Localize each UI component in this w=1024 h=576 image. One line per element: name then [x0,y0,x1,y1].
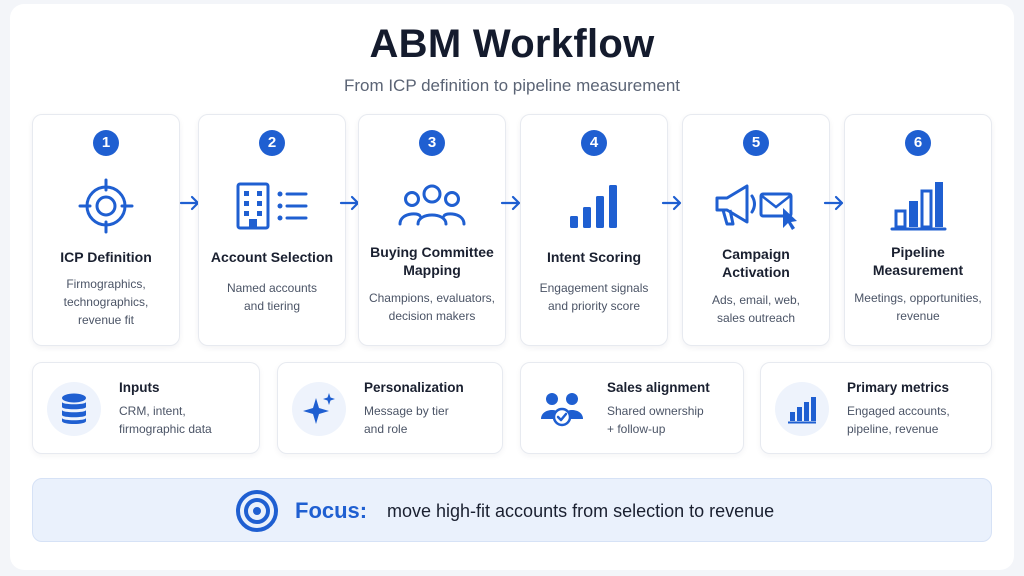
target-icon [33,177,179,235]
megaphone-email-icon [683,177,829,235]
step-title: Intent Scoring [546,249,642,265]
step-description: Champions, evaluators, decision makers [368,291,496,323]
step-description: Firmographics, technographics, revenue f… [63,277,149,327]
step-number-badge: 1 [93,130,119,156]
step-card-pipeline-measurement: 6 Pipeline Measurement Meetings, opportu… [844,114,992,346]
info-card-inputs: Inputs CRM, intent, firmographic data [32,362,260,454]
step-description: Ads, email, web, sales outreach [711,293,801,325]
step-card-campaign-activation: 5 Campaign Activation Ads, email, web, s… [682,114,830,346]
step-number-badge: 3 [419,130,445,156]
group-icon [359,177,505,235]
info-card-title: Inputs [119,380,160,395]
step-title: Pipeline Measurement [872,244,964,278]
step-title: Campaign Activation [722,246,790,280]
step-title: ICP Definition [60,249,152,265]
bar-chart-icon [845,177,991,235]
arrow-right-icon [822,193,846,213]
step-card-icp-definition: 1 ICP Definition Firmographics, technogr… [32,114,180,346]
target-circle-icon [235,489,279,533]
info-card-description: Shared ownership + follow-up [607,404,704,436]
page-title: ABM Workflow [369,22,655,66]
info-card-description: Engaged accounts, pipeline, revenue [847,404,950,436]
sparkle-icon [292,382,346,436]
step-number-badge: 6 [905,130,931,156]
focus-label: Focus: [295,498,368,523]
info-card-title: Personalization [364,380,464,395]
metrics-bars-icon [775,382,829,436]
info-card-title: Sales alignment [607,380,710,395]
arrow-right-icon [499,193,523,213]
arrow-right-icon [660,193,684,213]
signal-bars-icon [521,177,667,235]
step-number-badge: 5 [743,130,769,156]
info-card-title: Primary metrics [847,380,950,395]
page-subtitle: From ICP definition to pipeline measurem… [343,76,681,95]
team-check-icon [535,382,589,436]
info-card-primary-metrics: Primary metrics Engaged accounts, pipeli… [760,362,992,454]
step-title: Buying Committee Mapping [370,244,494,278]
step-description: Meetings, opportunities, revenue [854,291,982,323]
focus-banner: Focus: move high-fit accounts from selec… [32,478,992,542]
step-number-badge: 2 [259,130,285,156]
step-title: Account Selection [210,249,334,265]
building-list-icon [199,177,345,235]
info-card-description: CRM, intent, firmographic data [119,404,212,436]
step-number-badge: 4 [581,130,607,156]
database-icon [47,382,101,436]
step-description: Named accounts and tiering [226,281,318,313]
info-card-sales-alignment: Sales alignment Shared ownership + follo… [520,362,744,454]
step-card-intent-scoring: 4 Intent Scoring Engagement signals and … [520,114,668,346]
info-card-description: Message by tier and role [364,404,449,436]
focus-text: move high-fit accounts from selection to… [387,501,775,521]
step-card-buying-committee-mapping: 3 Buying Committee Mapping Champions, ev… [358,114,506,346]
step-card-account-selection: 2 Account Selection Named accounts and t… [198,114,346,346]
step-description: Engagement signals and priority score [539,281,649,313]
info-card-personalization: Personalization Message by tier and role [277,362,503,454]
